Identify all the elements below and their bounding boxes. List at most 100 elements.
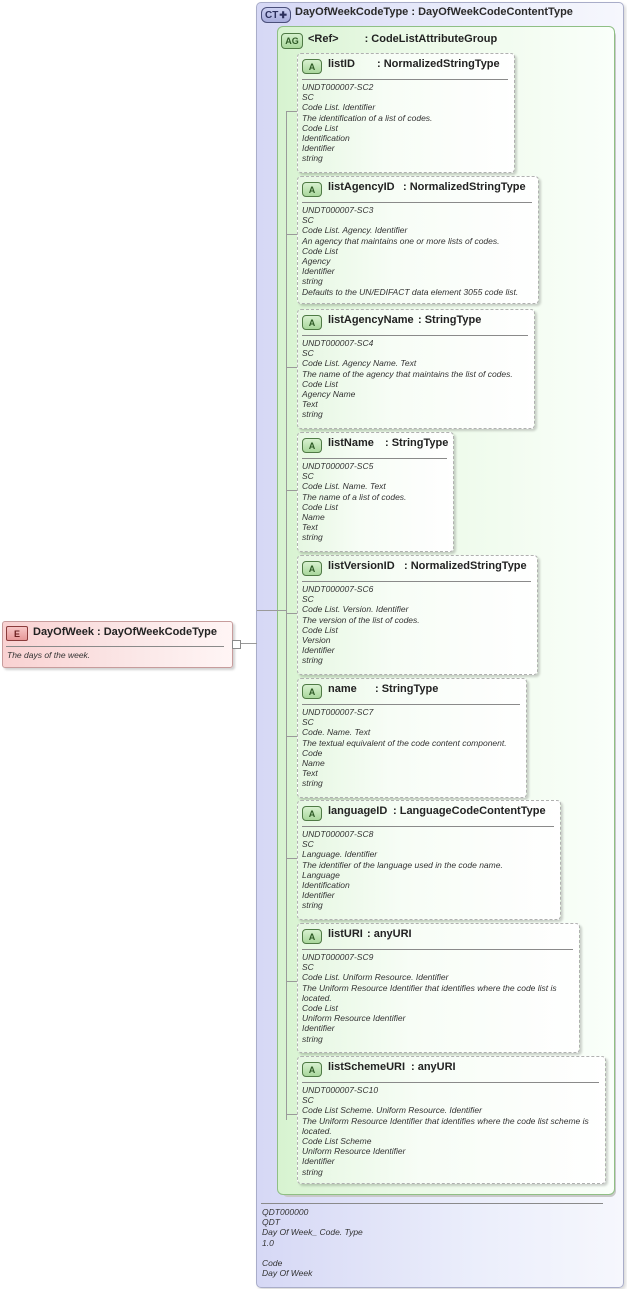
attribute-spine — [286, 112, 287, 1120]
attribute-doc-line: Name — [302, 758, 325, 769]
complex-type-title: DayOfWeekCodeType : DayOfWeekCodeContent… — [295, 6, 573, 18]
attribute-doc-line: The identifier of the language used in t… — [302, 859, 503, 870]
attribute-doc-line: string — [302, 1033, 323, 1044]
attribute-doc-line: Identification — [302, 880, 350, 891]
type-to-group-connector — [257, 610, 287, 611]
attribute-doc-line: Code List Scheme — [302, 1136, 372, 1147]
attribute-doc-line: An agency that maintains one or more lis… — [302, 235, 500, 246]
attribute-doc-separator — [302, 581, 531, 582]
attribute-type: : StringType — [385, 437, 449, 449]
attribute-doc-line: Identifier — [302, 890, 335, 901]
attribute-badge: A — [302, 182, 322, 197]
attribute-connector — [286, 111, 297, 112]
attribute-doc-line: UNDT000007-SC3 — [302, 205, 374, 215]
attribute-doc-line: Code List — [302, 245, 338, 256]
attribute-doc-line: Identifier — [302, 143, 335, 154]
attribute-doc-line: string — [302, 900, 323, 911]
attribute-doc-line: The name of the agency that maintains th… — [302, 368, 513, 379]
attribute-doc-line: The Uniform Resource Identifier that ide… — [302, 982, 557, 1003]
attribute-type: : StringType — [375, 683, 439, 695]
attribute-doc-line: Text — [302, 768, 318, 779]
attribute-doc-line: SC — [302, 717, 314, 728]
attribute-doc-line: Code List — [302, 1003, 338, 1014]
attribute-doc-line: SC — [302, 348, 314, 359]
attribute-doc-separator — [302, 949, 573, 950]
attribute-doc-line: UNDT000007-SC9 — [302, 952, 374, 962]
attribute-doc-line: Code List Scheme. Uniform Resource. Iden… — [302, 1105, 482, 1116]
attribute-doc-separator — [302, 458, 447, 459]
attribute-doc-line: SC — [302, 1095, 314, 1106]
attribute-doc-line: Code List — [302, 624, 338, 635]
attribute-type: : NormalizedStringType — [377, 58, 500, 70]
complex-type-doc-line: Code — [262, 1258, 283, 1268]
attribute-type: : NormalizedStringType — [403, 181, 526, 193]
attribute-name: listSchemeURI — [328, 1061, 406, 1073]
attribute-doc-line: string — [302, 276, 323, 287]
attribute-badge: A — [302, 929, 322, 944]
attribute-doc-line: The name of a list of codes. — [302, 491, 407, 502]
attribute-name: listAgencyName — [328, 314, 414, 326]
attribute-doc-line: string — [302, 655, 323, 666]
attribute-doc-line: Uniform Resource Identifier — [302, 1013, 406, 1024]
attribute-doc-line: Code List. Agency Name. Text — [302, 358, 417, 369]
complex-type-badge: CT ✚ — [261, 7, 291, 23]
element-doc-separator — [6, 646, 224, 647]
attribute-doc-line: The Uniform Resource Identifier that ide… — [302, 1115, 589, 1136]
attribute-doc-line: Code List — [302, 501, 338, 512]
attribute-doc-line: Text — [302, 522, 318, 533]
complex-type-doc-line: QDT000000 — [262, 1207, 309, 1217]
attribute-badge: A — [302, 59, 322, 74]
attribute-connector — [286, 613, 297, 614]
attribute-doc-separator — [302, 826, 554, 827]
element-sequence-connector-icon[interactable] — [232, 640, 241, 649]
attribute-connector — [286, 981, 297, 982]
attribute-doc-line: UNDT000007-SC4 — [302, 338, 374, 348]
attribute-type: : LanguageCodeContentType — [393, 805, 546, 817]
attribute-doc-line: The version of the list of codes. — [302, 614, 420, 625]
attribute-doc-separator — [302, 79, 508, 80]
attribute-doc-line: Code List. Identifier — [302, 102, 376, 113]
attribute-doc-line: string — [302, 778, 323, 789]
attribute-doc-line: Code List — [302, 122, 338, 133]
attribute-doc-separator — [302, 704, 520, 705]
attribute-connector — [286, 858, 297, 859]
attribute-doc-line: string — [302, 153, 323, 164]
element-badge: E — [6, 626, 28, 641]
attribute-doc-line: Identification — [302, 133, 350, 144]
attribute-doc-line: SC — [302, 92, 314, 103]
attribute-doc-line: Code List. Version. Identifier — [302, 604, 409, 615]
attribute-doc-line: Identifier — [302, 1156, 335, 1167]
attribute-doc-line: UNDT000007-SC5 — [302, 461, 374, 471]
attribute-badge: A — [302, 438, 322, 453]
attribute-connector — [286, 490, 297, 491]
attribute-doc-line: SC — [302, 839, 314, 850]
element-box[interactable] — [2, 621, 233, 668]
attribute-doc-line: string — [302, 409, 323, 420]
attribute-name: listID — [328, 58, 355, 70]
attribute-name: languageID — [328, 805, 388, 817]
attribute-name: listVersionID — [328, 560, 395, 572]
attribute-type: : anyURI — [411, 1061, 456, 1073]
expand-plus-icon[interactable]: ✚ — [279, 9, 287, 20]
attribute-doc-separator — [302, 1082, 599, 1083]
attribute-group-ref: <Ref> — [308, 33, 339, 45]
attribute-doc-line: Identifier — [302, 266, 335, 277]
attribute-doc-line: Identifier — [302, 1023, 335, 1034]
attribute-doc-line: Code List. Uniform Resource. Identifier — [302, 972, 449, 983]
attribute-doc-line: UNDT000007-SC7 — [302, 707, 374, 717]
attribute-type: : NormalizedStringType — [404, 560, 527, 572]
